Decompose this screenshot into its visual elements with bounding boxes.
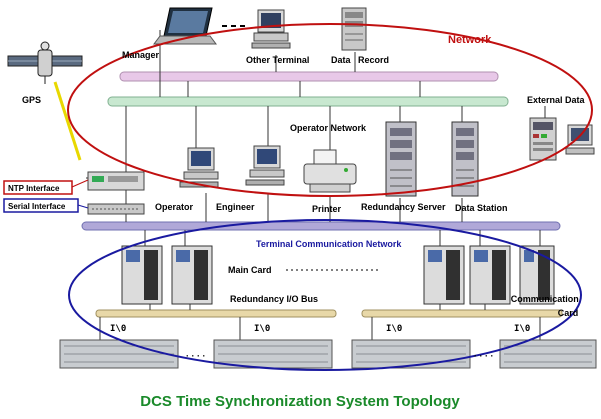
engineer-workstation-icon	[245, 145, 285, 186]
engineer-label: Engineer	[216, 202, 255, 212]
io-label-1: I\0	[110, 324, 126, 334]
printer-label: Printer	[312, 204, 342, 214]
serial-interface-label: Serial Interface	[8, 202, 66, 211]
other-terminal-label: Other Terminal	[246, 55, 309, 65]
purple-bus	[81, 221, 561, 231]
communication-card-label: Communication Card	[511, 294, 582, 318]
pink-bus	[119, 71, 499, 82]
green-bus	[107, 96, 509, 107]
server-tower-icon	[341, 7, 367, 51]
gps-label: GPS	[22, 95, 41, 105]
ntp-interface-box	[3, 180, 73, 195]
io-ellipsis-left: · · · ·	[186, 351, 206, 361]
terminal-comm-network-label: Terminal Communication Network	[256, 239, 402, 249]
communication-card-unit	[519, 245, 555, 305]
tan-bus-left	[95, 309, 337, 318]
controller-card-left-2	[171, 245, 213, 305]
operator-network-label: Operator Network	[290, 123, 367, 133]
io-label-2: I\0	[254, 324, 270, 334]
external-data-equipment-icon	[529, 117, 595, 161]
satellite-icon	[7, 41, 83, 84]
terminal-ring	[68, 219, 582, 371]
ntp-interface-label: NTP Interface	[8, 184, 60, 193]
diagram-title: DCS Time Synchronization System Topology	[140, 393, 460, 410]
controller-card-left-1	[121, 245, 163, 305]
gps-lightning	[53, 81, 82, 161]
network-ring	[67, 23, 593, 197]
serial-link-line	[77, 204, 89, 209]
laptop-icon	[153, 7, 217, 45]
io-label-3: I\0	[386, 324, 402, 334]
main-card-label: Main Card	[228, 265, 272, 275]
operator-label: Operator	[155, 202, 194, 212]
redundancy-server-icon	[385, 121, 417, 197]
ntp-link-line	[71, 179, 89, 188]
controller-card-right-2	[469, 245, 511, 305]
network-label: Network	[448, 34, 492, 46]
redundancy-io-bus-label: Redundancy I/O Bus	[230, 294, 318, 304]
io-ellipsis-right: · · · ·	[474, 351, 494, 361]
controller-card-right-1	[423, 245, 465, 305]
io-label-4: I\0	[514, 324, 530, 334]
time-server-unit-icon	[87, 171, 145, 215]
data-station-label: Data Station	[455, 203, 508, 213]
communication-card-line-1: Communication	[511, 294, 579, 304]
redundancy-server-label: Redundancy Server	[361, 202, 446, 212]
communication-card-line-2: Card	[558, 308, 579, 318]
data-record-label: Data Record	[331, 55, 389, 65]
printer-icon	[303, 149, 357, 193]
external-data-label: External Data	[527, 95, 586, 105]
desktop-computer-icon	[251, 9, 291, 49]
manager-label: Manager	[122, 50, 160, 60]
tan-bus-right	[361, 309, 563, 318]
